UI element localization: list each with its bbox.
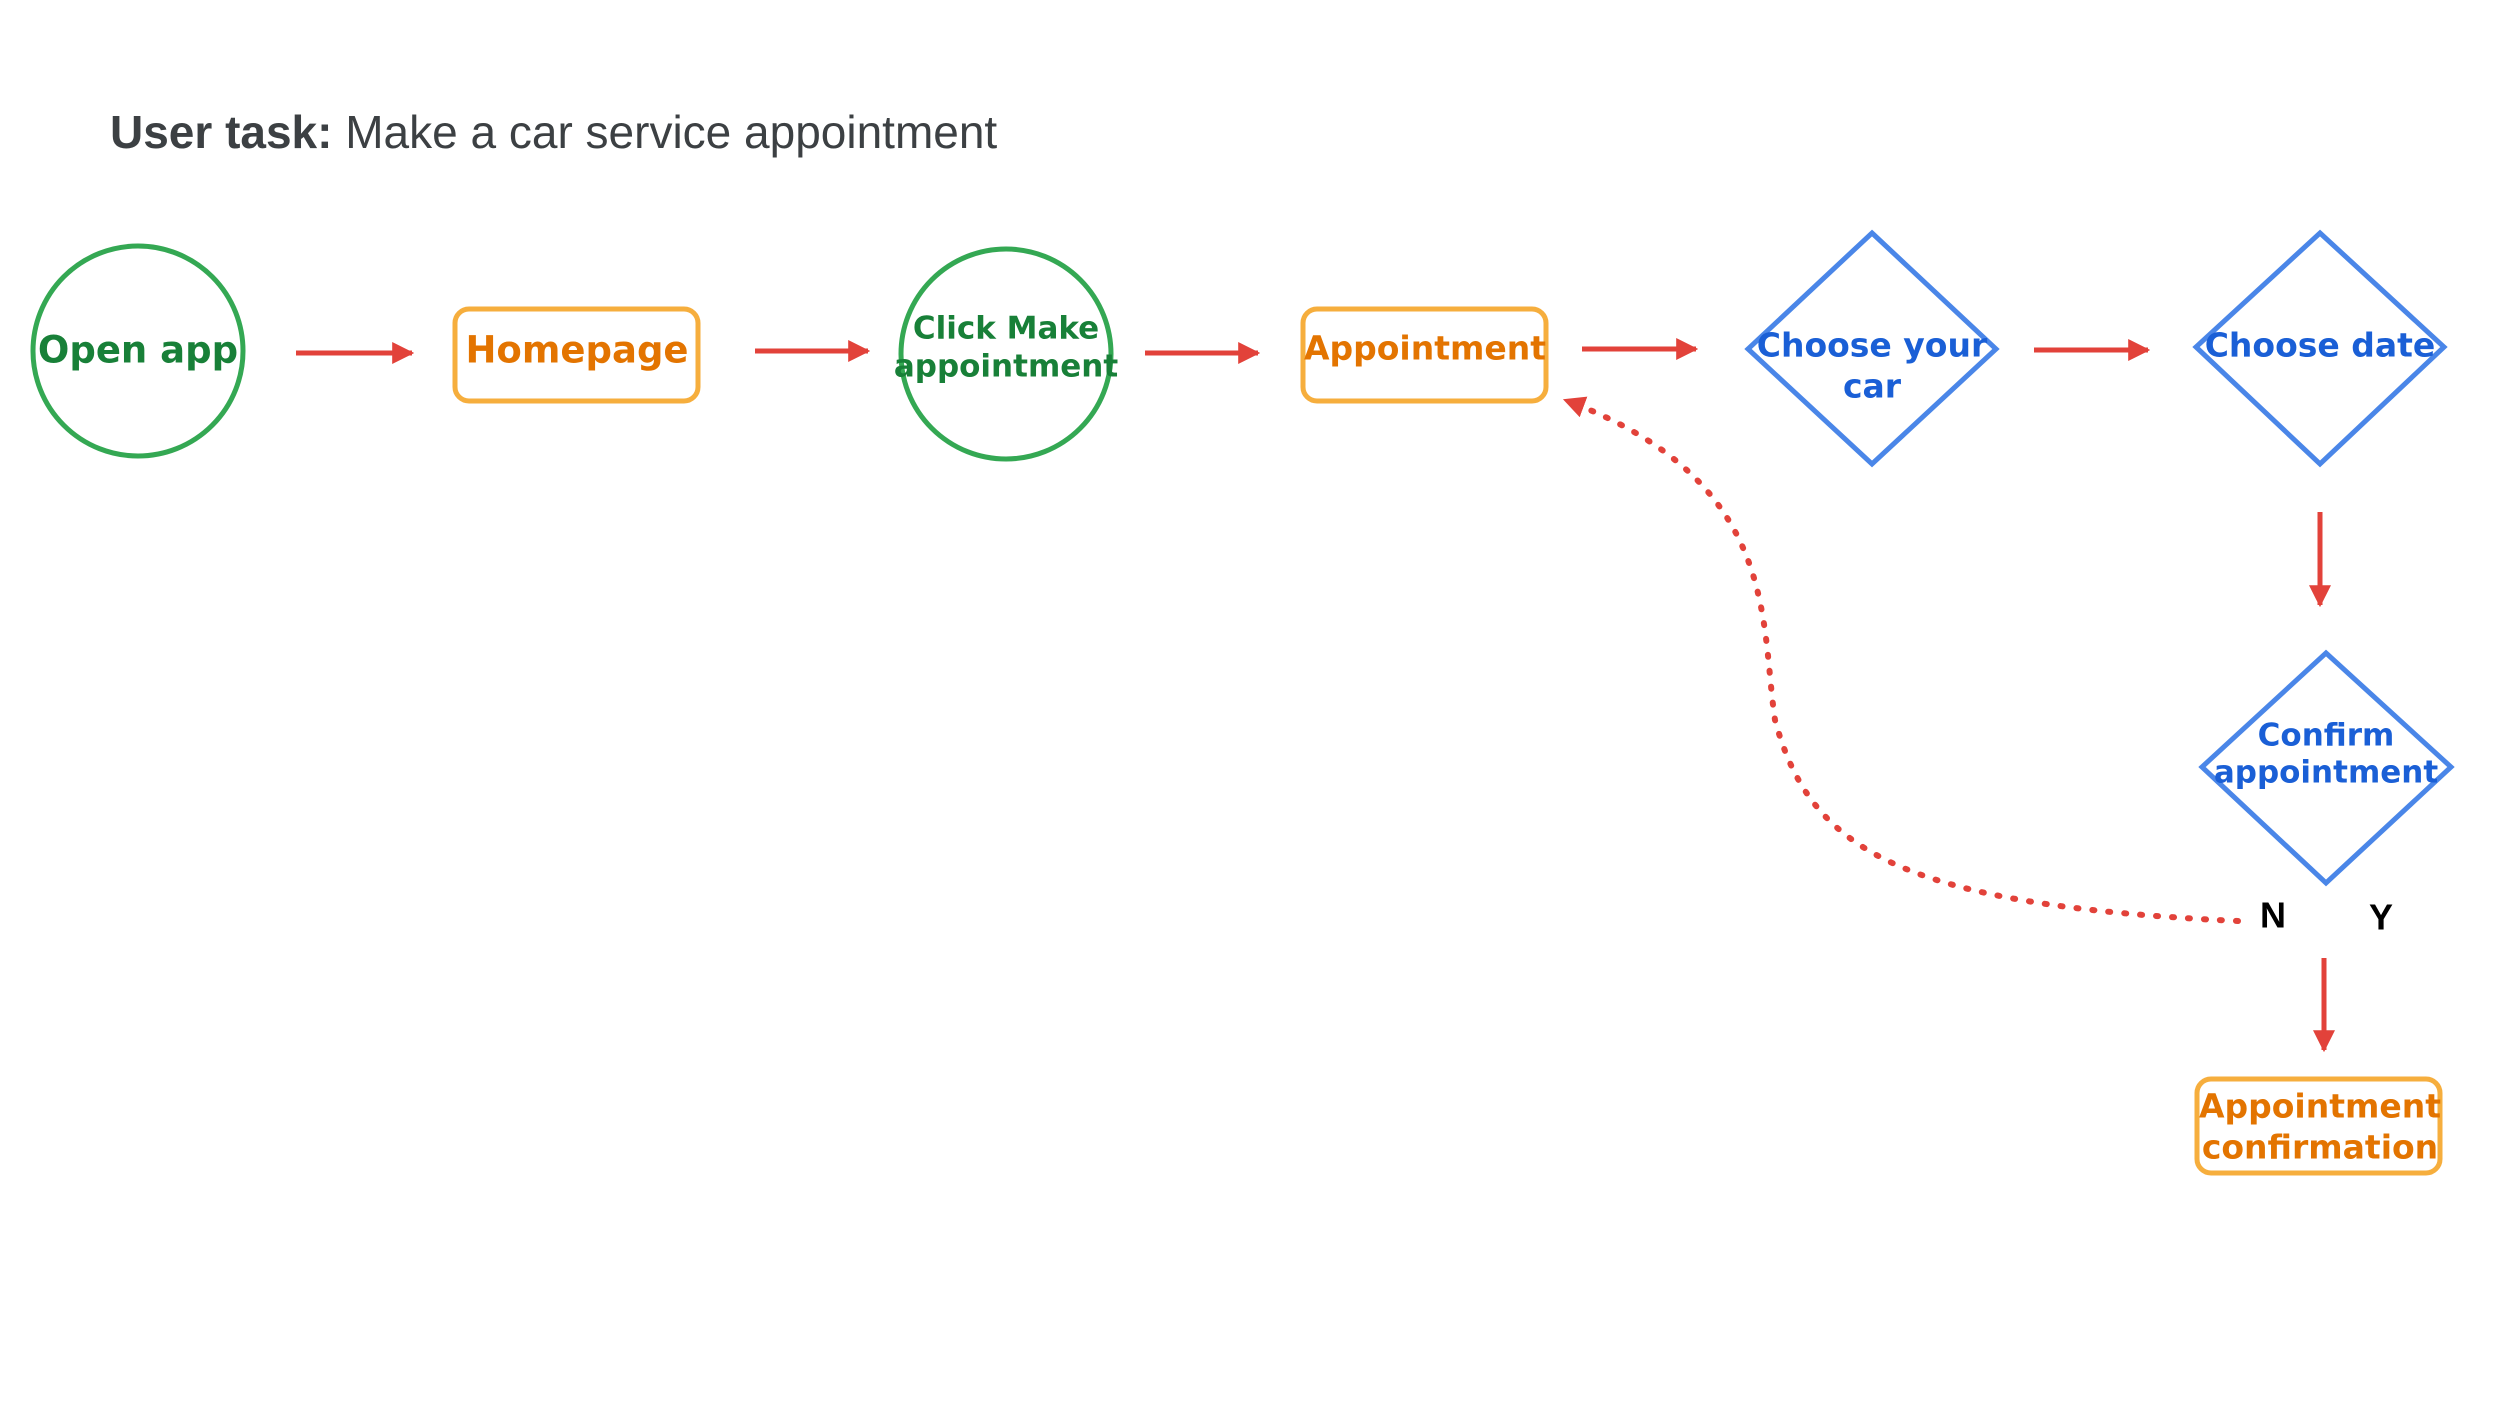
node-open-app-label: Open app — [38, 329, 238, 372]
branch-label-yes: Y — [2369, 897, 2393, 938]
node-homepage: Homepage — [452, 306, 701, 404]
decision-diamond — [1744, 229, 2000, 468]
node-choose-car-line2: car — [1843, 367, 1902, 406]
action-circle — [898, 246, 1114, 462]
node-confirmation-line2: confirmation — [2202, 1128, 2438, 1167]
node-appointment: Appointment — [1300, 306, 1549, 404]
page-box — [1300, 306, 1549, 404]
decision-diamond — [2198, 649, 2455, 887]
node-choose-car-line1: Choose your — [1757, 326, 1988, 365]
node-click-make-line2: appointment — [894, 349, 1119, 385]
page-title: User task: Make a car service appointmen… — [110, 106, 997, 158]
node-confirm-appointment: Confirm appointment — [2198, 649, 2455, 887]
node-choose-date: Choose date — [2192, 229, 2448, 468]
node-choose-your-car: Choose your car — [1744, 229, 2000, 468]
node-choose-date-label: Choose date — [2205, 326, 2436, 365]
node-confirm-line1: Confirm — [2258, 718, 2395, 754]
branch-label-no: N — [2260, 895, 2286, 936]
node-open-app: Open app — [30, 243, 246, 459]
arrow-no-to-appointment — [1562, 396, 2241, 924]
page-box — [2194, 1076, 2443, 1176]
node-confirmation-line1: Appointment — [2199, 1087, 2441, 1126]
node-confirm-line2: appointment — [2214, 755, 2439, 791]
node-appointment-confirmation: Appointment confirmation — [2194, 1076, 2443, 1176]
page-box — [452, 306, 701, 404]
edge-arrows — [296, 338, 2335, 1053]
node-click-make-line1: Click Make — [913, 311, 1099, 347]
title-task: Make a car service appointment — [332, 106, 997, 158]
node-click-make-appointment: Click Make appointment — [894, 246, 1119, 462]
node-homepage-label: Homepage — [465, 329, 688, 372]
title-label: User task: — [110, 106, 332, 158]
start-circle — [30, 243, 246, 459]
node-appointment-label: Appointment — [1304, 329, 1546, 368]
decision-diamond — [2192, 229, 2448, 468]
